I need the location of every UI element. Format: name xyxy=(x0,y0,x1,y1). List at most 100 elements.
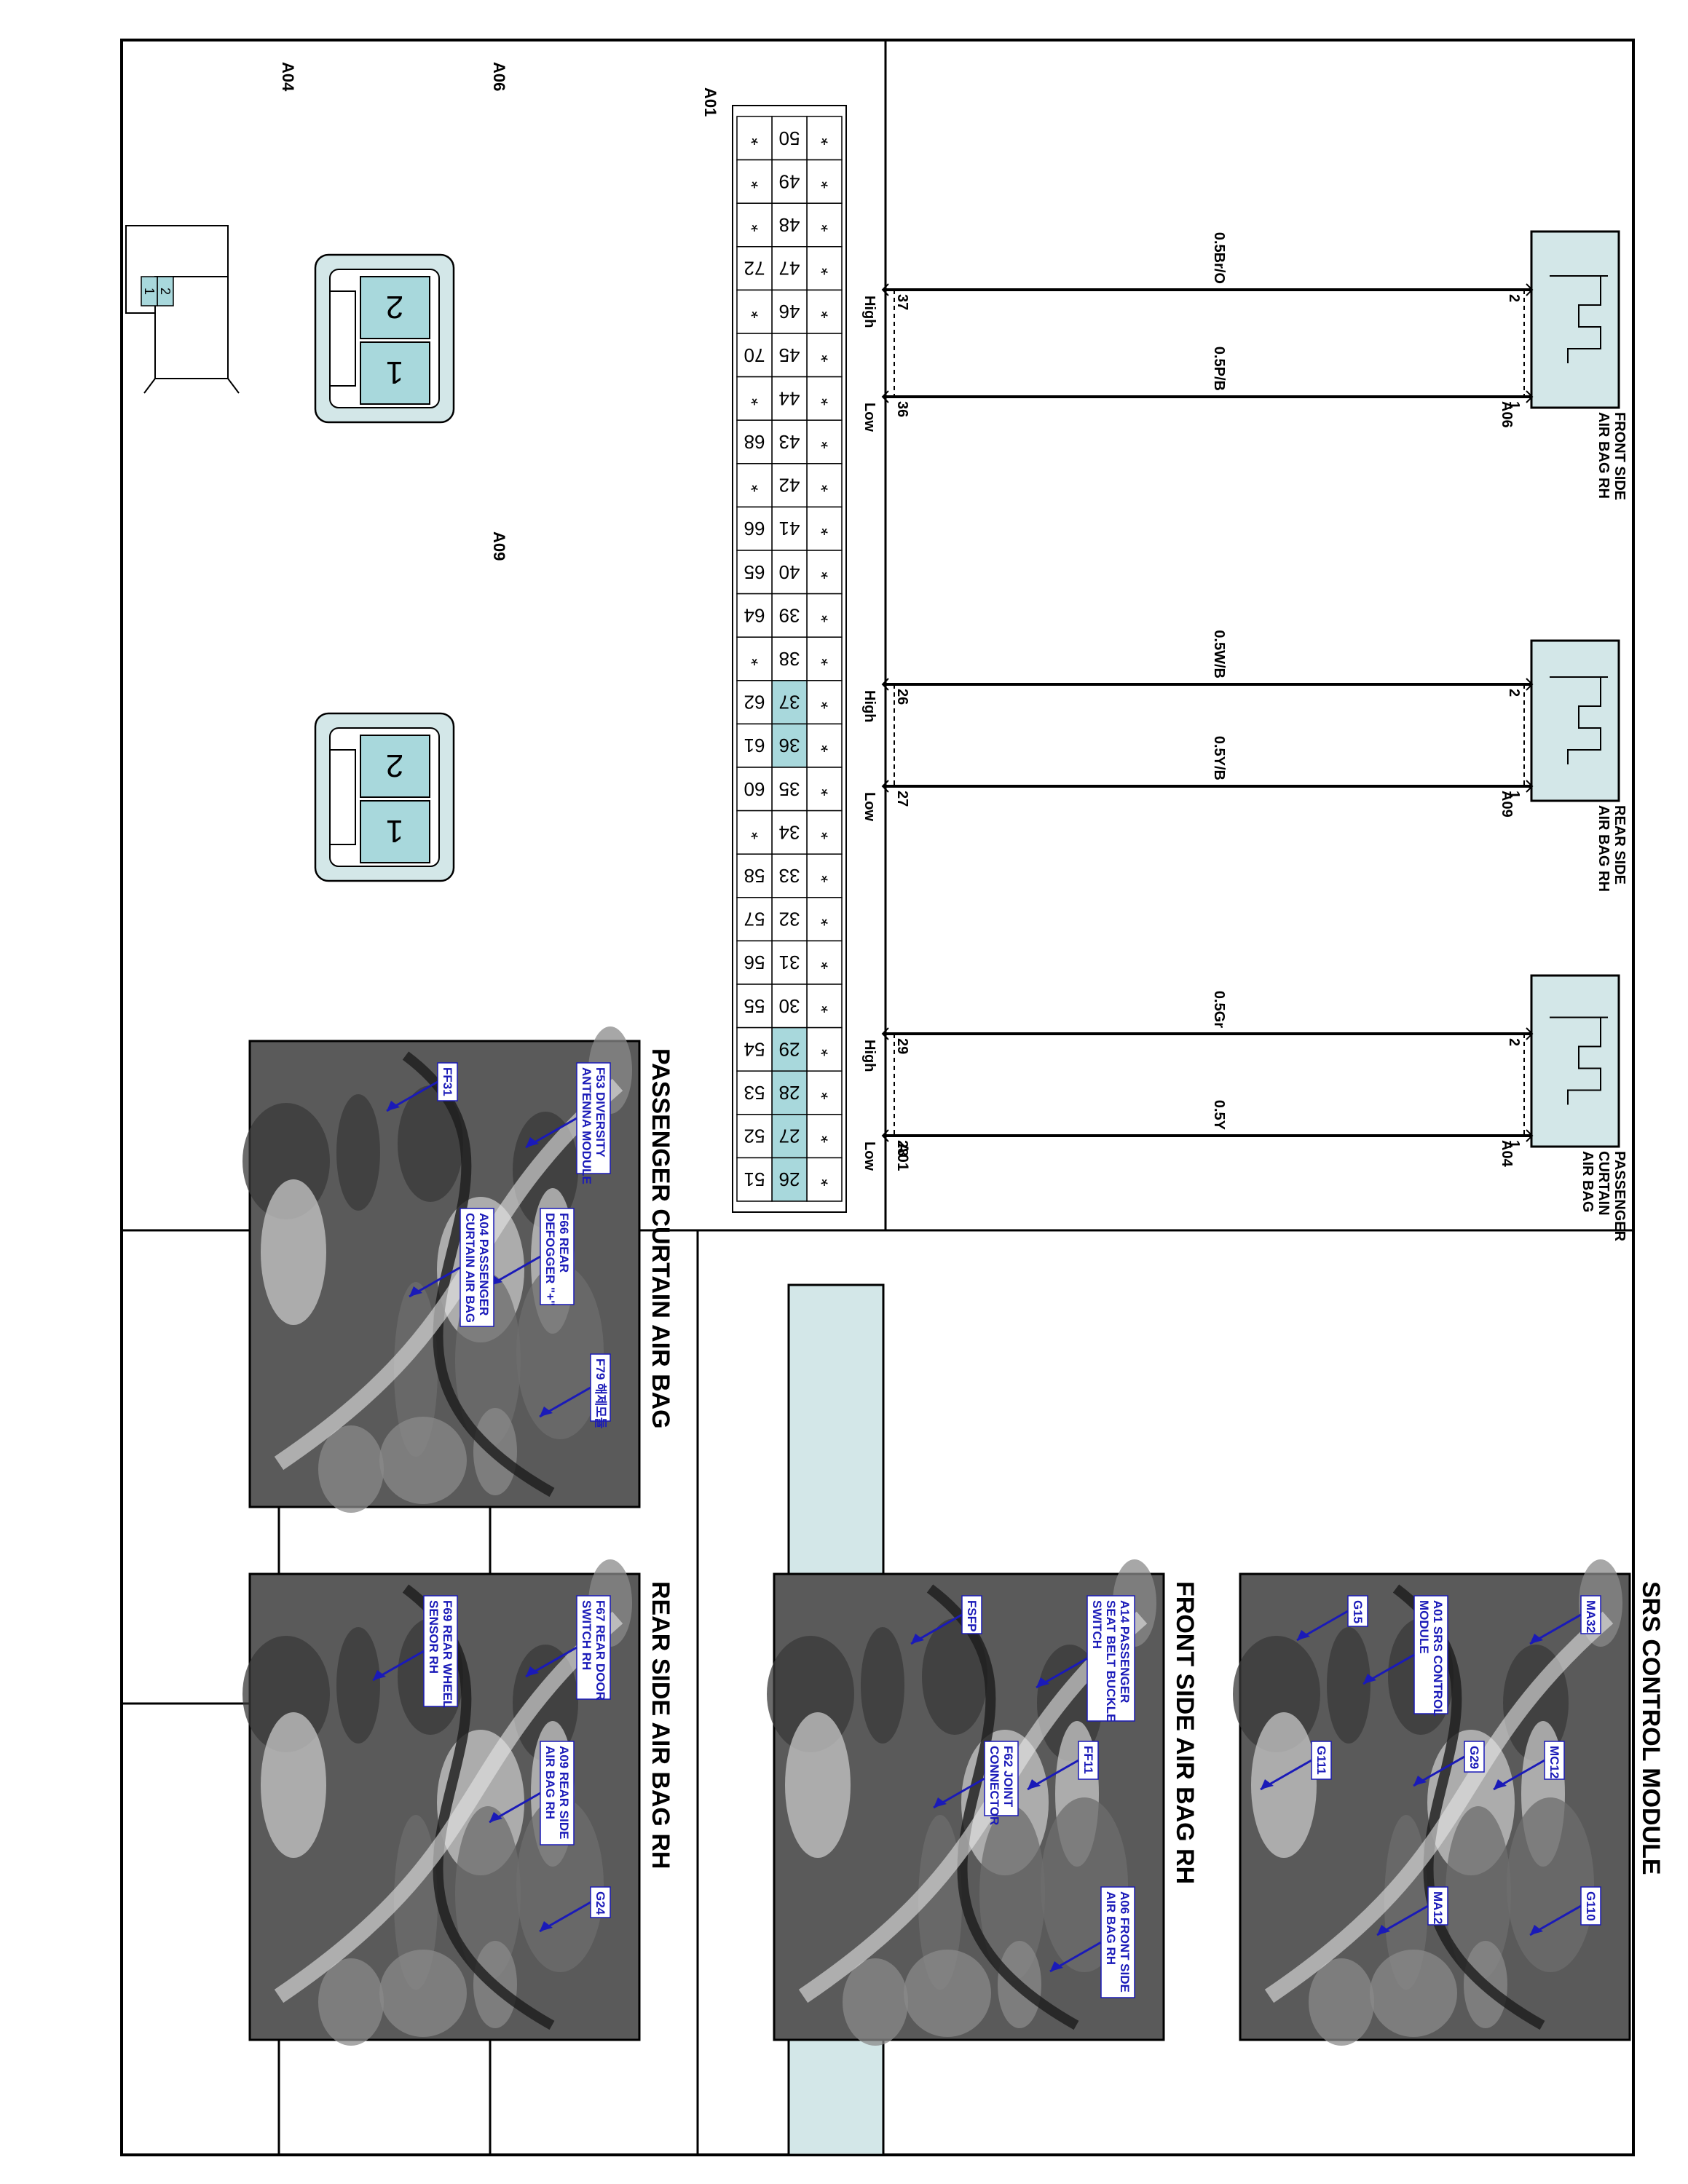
a01-cell-value: * xyxy=(821,648,828,670)
photo-texture xyxy=(922,1618,987,1735)
a01-cell-value: * xyxy=(751,170,758,192)
callout-label: FF11 xyxy=(1081,1746,1095,1774)
a01-cell-value: * xyxy=(751,648,758,670)
module-connector-label: A01 xyxy=(894,1143,911,1171)
callout-label: A04 PASSENGER xyxy=(477,1213,491,1315)
callout-label: F69 REAR WHEEL xyxy=(441,1600,454,1708)
connector-pin-number: 1 xyxy=(386,355,403,390)
callout-arrowhead xyxy=(1028,1779,1041,1789)
module-pin-number: 37 xyxy=(894,294,910,310)
callout-label: F66 REAR xyxy=(557,1213,571,1273)
photo-texture xyxy=(1309,1958,1374,2046)
a01-cell-value: 32 xyxy=(779,909,800,930)
photo-texture xyxy=(261,1179,326,1325)
component-connector-label: A09 xyxy=(1499,791,1515,818)
a01-cell-value: 57 xyxy=(744,909,765,930)
a01-cell-value: 51 xyxy=(744,1168,765,1190)
callout-arrowhead xyxy=(1530,1634,1543,1644)
wire-color-label: 0.5P/B xyxy=(1211,347,1227,391)
a01-cell-value: 50 xyxy=(779,127,800,149)
a01-cell-value: 44 xyxy=(779,387,800,409)
a01-cell-value: * xyxy=(821,214,828,236)
callout-arrowhead xyxy=(409,1286,422,1297)
callout-label: G29 xyxy=(1467,1746,1481,1769)
a01-cell-value: * xyxy=(821,1125,828,1147)
wire-chevron xyxy=(1526,283,1534,296)
a01-cell xyxy=(736,1157,773,1202)
a01-cell-value: * xyxy=(821,475,828,496)
component-connector-label: A06 xyxy=(1499,401,1515,428)
connector-pin xyxy=(141,276,158,306)
a01-cell-value: 58 xyxy=(744,865,765,887)
module-pin-level: High xyxy=(861,690,877,722)
a01-cell-value: 56 xyxy=(744,951,765,973)
a01-outline xyxy=(732,105,847,1213)
wire-chevron xyxy=(1526,390,1534,403)
a01-cell-value: 43 xyxy=(779,431,800,453)
callout-arrowhead xyxy=(1297,1630,1310,1640)
photo-harness xyxy=(926,1584,1079,2030)
photo-texture xyxy=(1507,1797,1594,1972)
connector-pin xyxy=(360,735,430,798)
photo-panel-edge xyxy=(274,1611,623,2003)
a01-cell-value: 66 xyxy=(744,518,765,539)
callout-label: MC12 xyxy=(1547,1746,1561,1779)
a01-cell-value: * xyxy=(821,692,828,713)
callout-label: AIR BAG RH xyxy=(543,1746,557,1819)
photo-texture xyxy=(336,1094,380,1211)
wire-chevron xyxy=(1526,780,1534,793)
a01-cell-value: 49 xyxy=(779,170,800,192)
connector-pin xyxy=(360,800,430,863)
photo-texture xyxy=(1370,1950,1457,2037)
connector-pin xyxy=(360,341,430,405)
callout-arrowhead xyxy=(526,1137,539,1147)
photo-harness xyxy=(402,1051,555,1497)
photo-texture xyxy=(318,1958,384,2046)
callout-arrowhead xyxy=(1530,1925,1543,1935)
a01-cell-value: * xyxy=(751,387,758,409)
a01-cell-value: 31 xyxy=(779,951,800,973)
component-name-line: AIR BAG RH xyxy=(1596,412,1612,499)
callout-label: FSFP xyxy=(965,1600,979,1631)
connector-pin-number: 2 xyxy=(158,288,173,295)
a01-cell-value: 48 xyxy=(779,214,800,236)
a01-cell-value: * xyxy=(821,951,828,973)
module-pin-level: High xyxy=(861,296,877,328)
wire-chevron xyxy=(1526,678,1534,691)
a01-cell-value: * xyxy=(821,865,828,887)
a01-cell-value: * xyxy=(821,778,828,800)
callout-label: DEFOGGER "+" xyxy=(543,1213,557,1306)
a01-cell-value: * xyxy=(821,821,828,843)
a01-cell-value: 72 xyxy=(744,258,765,280)
a01-cell-value: 64 xyxy=(744,604,765,626)
photo-title: SRS CONTROL MODULE xyxy=(1637,1581,1665,1875)
component-pin-number: 1 xyxy=(1506,401,1522,409)
callout-label: G15 xyxy=(1351,1600,1365,1623)
component-box xyxy=(1530,230,1620,409)
component-pin-number: 2 xyxy=(1506,689,1522,697)
wire-chevron xyxy=(881,1027,889,1040)
connector-pin-number: 2 xyxy=(386,748,403,783)
a01-cell-value: * xyxy=(821,301,828,323)
component-box xyxy=(1530,639,1620,802)
connector-pin-number: 1 xyxy=(142,288,157,295)
a01-cell-value: 65 xyxy=(744,561,765,583)
callout-label: F67 REAR DOOR xyxy=(593,1600,607,1701)
a01-cell-value: 30 xyxy=(779,995,800,1017)
callout-label: A09 REAR SIDE xyxy=(557,1746,571,1839)
a01-cell-value: * xyxy=(821,387,828,409)
wire-color-label: 0.5Gr xyxy=(1211,991,1227,1028)
callout-label: A06 FRONT SIDE xyxy=(1118,1891,1132,1993)
callout-label: SENSOR RH xyxy=(427,1600,441,1674)
a01-cell-value: 46 xyxy=(779,301,800,323)
a01-cell-value: 27 xyxy=(779,1125,800,1147)
callout-label: CONNECTOR xyxy=(987,1746,1001,1825)
a01-cell-value: * xyxy=(821,735,828,756)
component-pin-number: 2 xyxy=(1506,1038,1522,1046)
photo-title: REAR SIDE AIR BAG RH xyxy=(647,1581,674,1869)
callout-arrowhead xyxy=(911,1634,924,1644)
